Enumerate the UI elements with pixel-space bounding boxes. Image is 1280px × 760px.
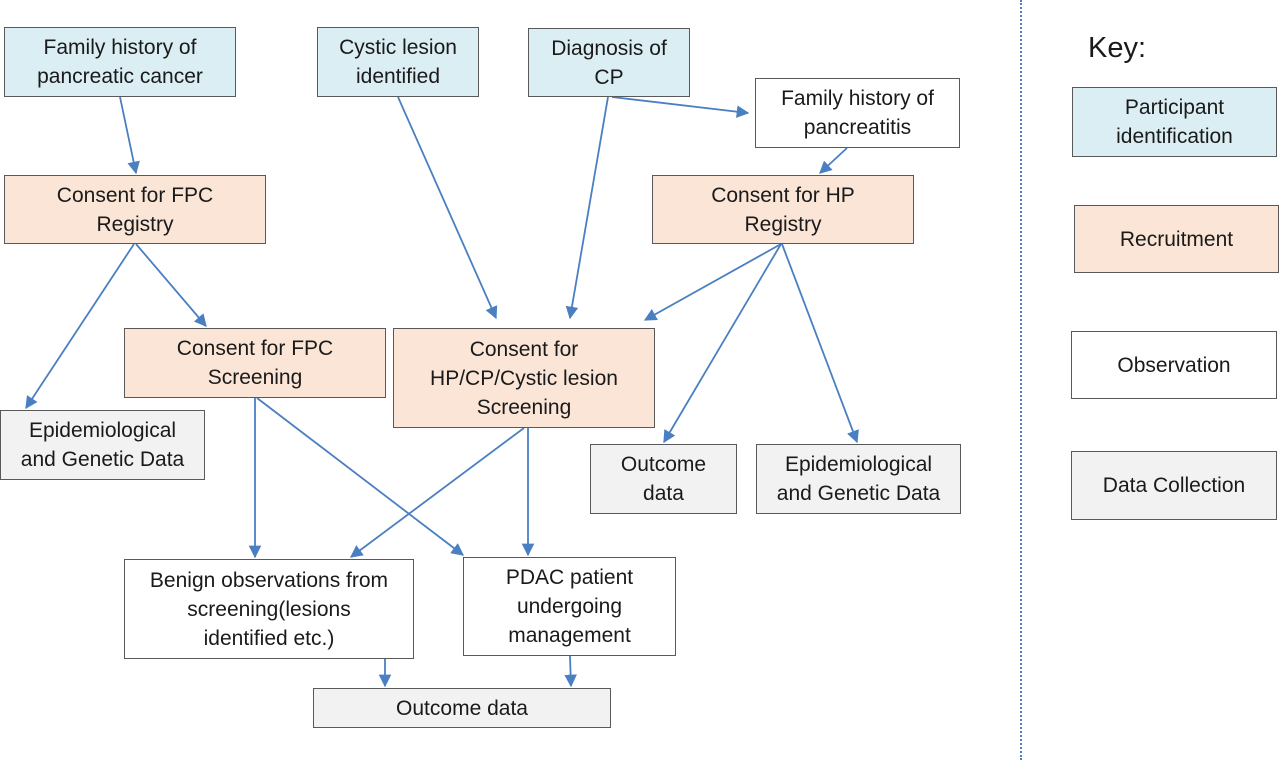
arrow-hp-registry-to-epi-genetic-right — [781, 243, 859, 444]
node-consent-fpc-registry: Consent for FPC Registry — [4, 175, 266, 244]
arrow-hp-registry-to-outcome-data-right — [663, 243, 782, 444]
node-consent-fpc-screening: Consent for FPC Screening — [124, 328, 386, 398]
key-title: Key: — [1088, 32, 1147, 64]
key-data-collection: Data Collection — [1071, 451, 1277, 520]
arrow-pdac-patient-to-outcome-data — [564, 655, 577, 688]
key-participant-identification: Participant identification — [1072, 87, 1277, 157]
node-diagnosis-of-cp: Diagnosis of CP — [528, 28, 690, 97]
arrow-diagnosis-cp-to-hp-cp-screening — [565, 96, 609, 320]
node-outcome-data-right: Outcome data — [590, 444, 737, 514]
arrow-family-history-pancreatitis-to-hp-registry — [819, 147, 848, 174]
key-observation: Observation — [1071, 331, 1277, 399]
node-consent-hp-registry: Consent for HP Registry — [652, 175, 914, 244]
node-consent-hp-cp-cystic-screening: Consent for HP/CP/Cystic lesion Screenin… — [393, 328, 655, 428]
arrow-fpc-registry-to-epi-genetic-left — [25, 243, 135, 410]
node-benign-observations: Benign observations from screening(lesio… — [124, 559, 414, 659]
node-epidemiological-genetic-data-left: Epidemiological and Genetic Data — [0, 410, 205, 480]
arrow-fpc-screening-to-pdac-patient — [256, 397, 465, 556]
arrow-layer — [25, 96, 859, 688]
node-cystic-lesion-identified: Cystic lesion identified — [317, 27, 479, 97]
node-family-history-of-pancreatitis: Family history of pancreatitis — [755, 78, 960, 148]
node-pdac-patient-management: PDAC patient undergoing management — [463, 557, 676, 656]
arrow-hp-cp-screening-to-benign-observations — [349, 427, 525, 558]
arrow-hp-registry-to-hp-cp-screening — [643, 243, 782, 321]
arrow-family-history-to-fpc-registry — [119, 96, 140, 175]
arrow-diagnosis-cp-to-family-history-pancreatitis — [611, 96, 750, 118]
arrow-cystic-lesion-to-hp-cp-screening — [397, 96, 498, 320]
arrow-fpc-registry-to-fpc-screening — [135, 243, 207, 327]
node-family-history-pancreatic-cancer: Family history of pancreatic cancer — [4, 27, 236, 97]
node-outcome-data-bottom: Outcome data — [313, 688, 611, 728]
key-recruitment: Recruitment — [1074, 205, 1279, 273]
key-divider — [1020, 0, 1022, 760]
node-epidemiological-genetic-data-right: Epidemiological and Genetic Data — [756, 444, 961, 514]
